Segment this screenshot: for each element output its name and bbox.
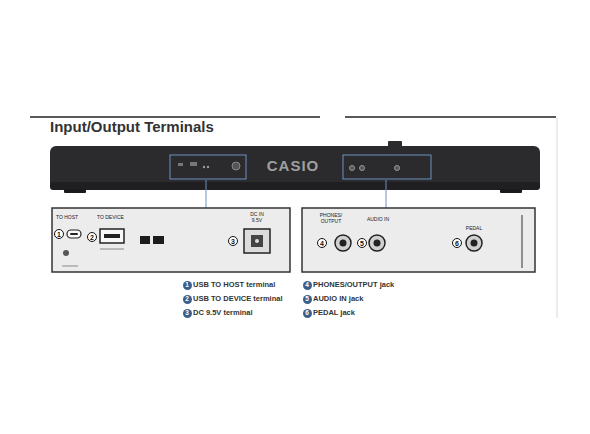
inset-frame [343, 155, 431, 179]
callout-number-text: 1 [57, 231, 61, 238]
callout-number-text: 5 [305, 296, 309, 303]
zoom-panel [302, 208, 535, 272]
slide-switch [140, 236, 164, 244]
callout-number: 6 [303, 309, 312, 318]
callout-number: 5 [303, 295, 312, 304]
port-label: DC IN 9.5V [247, 212, 267, 223]
callout-number-text: 6 [455, 240, 459, 247]
audio-jack [369, 235, 385, 251]
marking [100, 249, 124, 250]
callout-number-text: 4 [320, 240, 324, 247]
callout-number: 6 [452, 238, 462, 248]
terminal-name: PHONES/OUTPUT jack [313, 281, 394, 289]
marking [62, 266, 78, 267]
slide-switch [150, 236, 153, 244]
callout-number-text: 5 [360, 240, 364, 247]
jack [395, 166, 400, 171]
foot [64, 189, 86, 193]
callout-number: 2 [183, 295, 192, 304]
jack [360, 166, 365, 171]
inset-frame [170, 155, 246, 179]
callout-number: 2 [87, 232, 97, 242]
audio-jack [374, 240, 381, 247]
port [190, 162, 197, 166]
screw [63, 250, 69, 256]
brand-logo: CASIO [267, 158, 320, 175]
switch [203, 166, 205, 168]
usb-a-port [100, 229, 124, 243]
usb-c-port [67, 230, 81, 238]
terminal-name: PEDAL jack [313, 309, 355, 317]
callout-number-text: 3 [185, 310, 189, 317]
terminal-name: AUDIO IN jack [313, 295, 363, 303]
terminal-name: USB TO DEVICE terminal [193, 295, 282, 303]
keyboard-base [50, 182, 540, 190]
leader-line [206, 180, 207, 208]
dc-jack [244, 229, 270, 253]
port-label: TO HOST [56, 215, 78, 221]
phone-jack [340, 240, 347, 247]
phone-jack [335, 235, 351, 251]
callout-number-text: 4 [305, 282, 309, 289]
foot [500, 189, 522, 193]
callout-number: 1 [183, 281, 192, 290]
port-label: PEDAL [466, 226, 482, 232]
dc-jack [255, 239, 259, 243]
rule [30, 116, 320, 118]
panel-edge [522, 215, 523, 268]
callout-number-text: 1 [185, 282, 189, 289]
pedal-jack [466, 235, 482, 251]
callout-number-text: 2 [90, 234, 94, 241]
port-label: TO DEVICE [97, 215, 124, 221]
callout-number-text: 2 [185, 296, 189, 303]
port [178, 163, 183, 166]
callout-number: 4 [303, 281, 312, 290]
callout-number: 3 [228, 236, 238, 246]
zoom-panel [52, 208, 290, 272]
pedal-jack [471, 240, 478, 247]
dc-jack [232, 162, 240, 170]
dc-jack [251, 235, 263, 247]
title: Input/Output Terminals [50, 119, 214, 136]
callout-number: 1 [54, 229, 64, 239]
switch [207, 166, 209, 168]
terminal-name: DC 9.5V terminal [193, 309, 253, 317]
rule [345, 116, 556, 118]
callout-number: 4 [317, 238, 327, 248]
usb-c-port [70, 233, 78, 235]
callout-number: 5 [357, 238, 367, 248]
leader-line [386, 180, 387, 208]
terminal-name: USB TO HOST terminal [193, 281, 275, 289]
keyboard-body [50, 146, 540, 190]
callout-number-text: 3 [231, 238, 235, 245]
edge-line [557, 118, 558, 318]
jack [350, 166, 355, 171]
callout-number-text: 6 [305, 310, 309, 317]
port-label: PHONES/ OUTPUT [316, 213, 346, 224]
usb-a-port [104, 234, 120, 238]
port-label: AUDIO IN [367, 217, 389, 223]
callout-number: 3 [183, 309, 192, 318]
